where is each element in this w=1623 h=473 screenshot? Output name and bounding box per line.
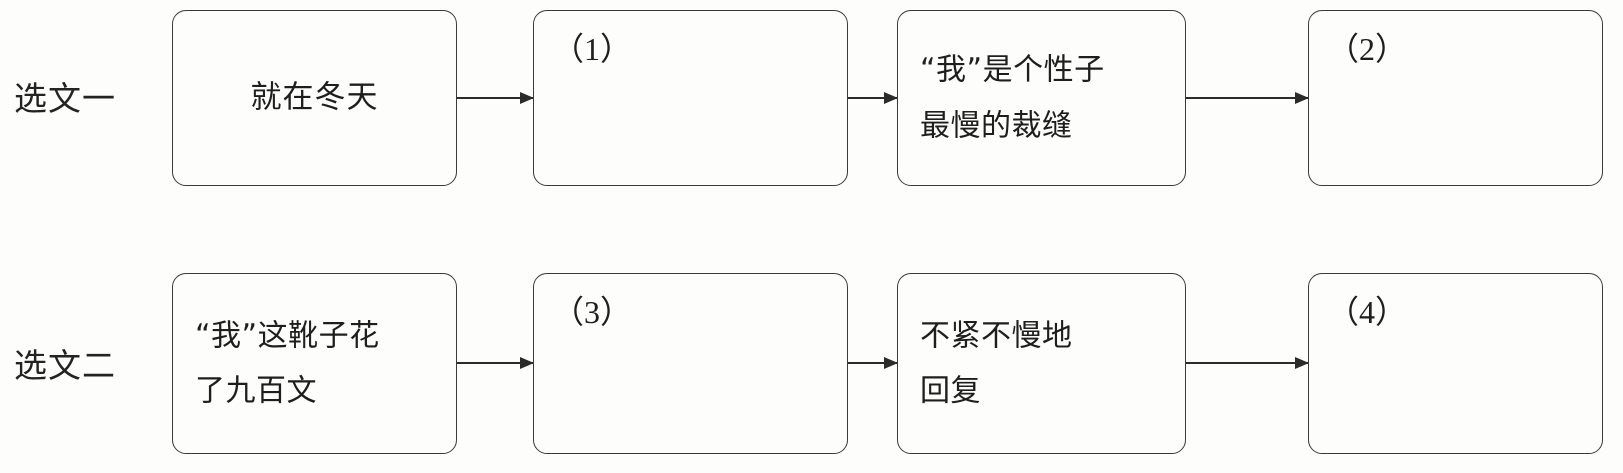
row2-arrow-1-icon — [457, 362, 533, 364]
row1-box-1-text: 就在冬天 — [250, 79, 379, 116]
row1-arrow-2-icon — [848, 97, 897, 99]
row1-box-2-blank[interactable]: （1） — [533, 10, 848, 186]
row2-box-3-line-2: 回复 — [920, 373, 981, 409]
row1-arrow-3-icon — [1186, 97, 1308, 99]
row2-box-1-line-1: “我”这靴子花 — [195, 318, 380, 353]
row2-box-3-text: 不紧不慢地 回复 — [920, 308, 1173, 419]
row2-box-2-blank[interactable]: （3） — [533, 273, 848, 454]
row1-box-3[interactable]: “我”是个性子 最慢的裁缝 — [897, 10, 1186, 186]
row1-arrow-1-icon — [457, 97, 533, 99]
row1-box-3-line-2: 最慢的裁缝 — [920, 108, 1073, 143]
row1-box-2-slot-label: （1） — [552, 31, 633, 67]
row1-box-3-text: “我”是个性子 最慢的裁缝 — [920, 43, 1173, 154]
row1-box-3-line-1: “我”是个性子 — [920, 52, 1105, 88]
flowchart-row-1: 选文一 就在冬天 （1） “我”是个性子 最慢的裁缝 （2） — [0, 10, 1623, 186]
row1-box-1[interactable]: 就在冬天 — [172, 10, 457, 186]
flowchart-row-2: 选文二 “我”这靴子花 了九百文 （3） 不紧不慢地 回复 （4） — [0, 273, 1623, 454]
row2-arrow-3-icon — [1186, 362, 1308, 364]
row1-box-4-blank[interactable]: （2） — [1308, 10, 1603, 186]
row-label-1: 选文一 — [14, 79, 116, 118]
row2-arrow-2-icon — [848, 362, 897, 364]
row2-box-2-slot-label: （3） — [552, 294, 633, 330]
row2-box-1-text: “我”这靴子花 了九百文 — [195, 308, 444, 419]
row2-box-1-line-2: 了九百文 — [195, 373, 317, 409]
row2-box-3-line-1: 不紧不慢地 — [920, 318, 1073, 353]
row2-box-3[interactable]: 不紧不慢地 回复 — [897, 273, 1186, 454]
row1-box-4-slot-label: （2） — [1327, 31, 1408, 67]
row2-box-4-slot-label: （4） — [1327, 294, 1408, 330]
row2-box-1[interactable]: “我”这靴子花 了九百文 — [172, 273, 457, 454]
row-label-2: 选文二 — [14, 346, 116, 385]
row2-box-4-blank[interactable]: （4） — [1308, 273, 1603, 454]
